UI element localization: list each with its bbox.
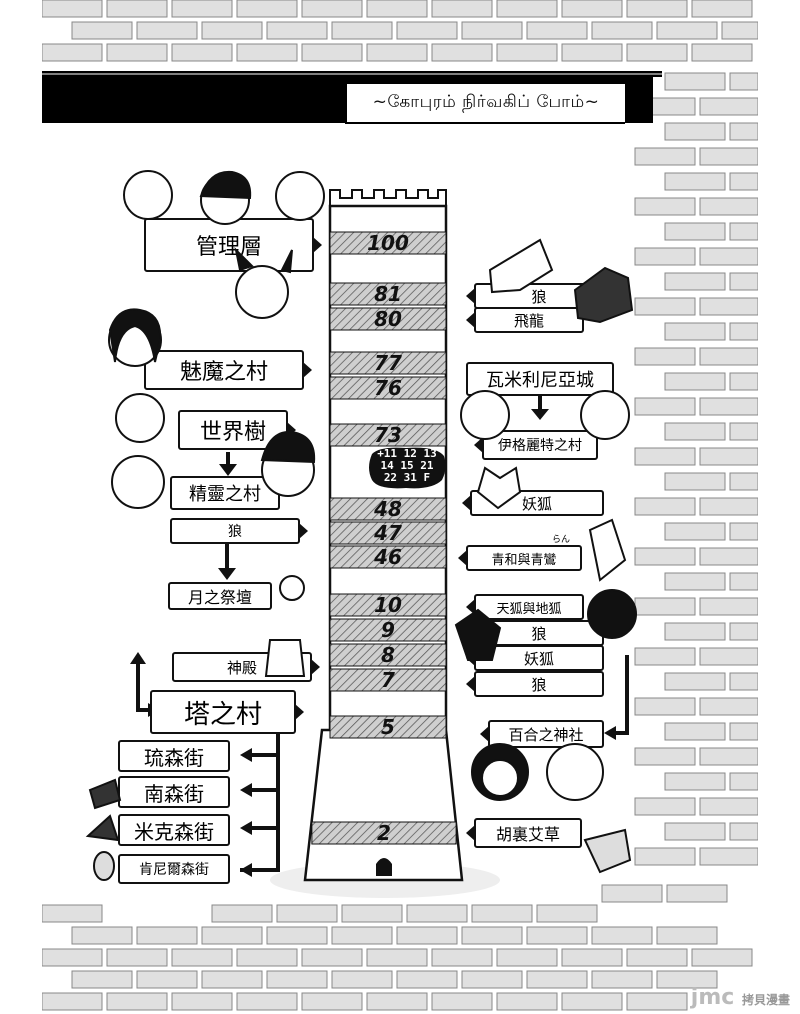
floor-number: 5: [381, 715, 395, 739]
label-tianhu-dihu: 天狐與地狐: [466, 594, 584, 620]
floor-number: 80: [374, 307, 402, 331]
floor-number: 77: [374, 351, 402, 375]
floor-band: [329, 668, 447, 692]
floor-band: [329, 282, 447, 306]
label-tower-village: 塔之村: [150, 690, 304, 734]
floor-band: [329, 593, 447, 617]
floor-number: 73: [374, 423, 402, 447]
brick-wall-right: [625, 68, 758, 888]
label-igreet-village: 伊格麗特之村: [474, 430, 598, 460]
label-wami-castle: 瓦米利尼亞城: [466, 362, 614, 396]
floor-band: [329, 423, 447, 447]
floor-band: [329, 231, 447, 255]
watermark: jmc 拷貝漫畫: [690, 985, 790, 1010]
floor-band: [329, 715, 447, 739]
floor-number: 47: [374, 521, 402, 545]
label-mik-forest: 米克森街: [118, 814, 230, 846]
floor-band: [329, 618, 447, 642]
floor-range-bubble: [369, 447, 446, 489]
floor-number: 100: [367, 231, 409, 255]
brick-wall-bottom: [42, 880, 758, 1014]
floor-band: [329, 545, 447, 569]
floor-number: 7: [381, 668, 395, 692]
floor-band: [329, 497, 447, 521]
floor-band: [329, 307, 447, 331]
floor-number: 48: [374, 497, 402, 521]
floor-number: 10: [374, 593, 402, 617]
floor-band: [329, 376, 447, 400]
label-huli-mugwort: 胡裏艾草: [466, 818, 582, 848]
floor-number: 76: [374, 376, 402, 400]
label-succubus-village: 魅魔之村: [144, 350, 312, 390]
floor-number: 46: [374, 545, 402, 569]
floor-band: [311, 821, 457, 845]
label-qinghe-qingluan: 青和與青鸞: [458, 545, 582, 571]
label-ken-forest: 肯尼爾森街: [118, 854, 230, 884]
label-moon-altar: 月之祭壇: [168, 582, 272, 610]
ruby-ran: らん: [552, 535, 571, 545]
header-stripes: [42, 71, 662, 77]
label-wolf-47: 狼: [170, 518, 308, 544]
label-lily-shrine: 百合之神社: [480, 720, 604, 748]
floor-range-text: +11 12 13 14 15 21 22 31 F: [377, 447, 437, 484]
brick-wall-top: [42, 0, 758, 68]
label-ryu-forest: 琉森街: [118, 740, 230, 772]
floor-band: [329, 351, 447, 375]
floor-number: 2: [377, 821, 391, 845]
header-panel: ~கோபுரம் நிர்வகிப் போம்~: [345, 82, 625, 124]
floor-number: 8: [381, 643, 395, 667]
floor-number: 9: [381, 618, 395, 642]
label-south-forest: 南森街: [118, 776, 230, 808]
floor-band: [329, 643, 447, 667]
page-title: ~கோபுரம் நிர்வகிப் போம்~: [372, 92, 600, 112]
label-dragon-80: 飛龍: [466, 307, 584, 333]
floor-band: [329, 521, 447, 545]
label-wolf-7: 狼: [466, 671, 604, 697]
floor-number: 81: [374, 282, 402, 306]
label-elf-village: 精靈之村: [170, 476, 280, 510]
